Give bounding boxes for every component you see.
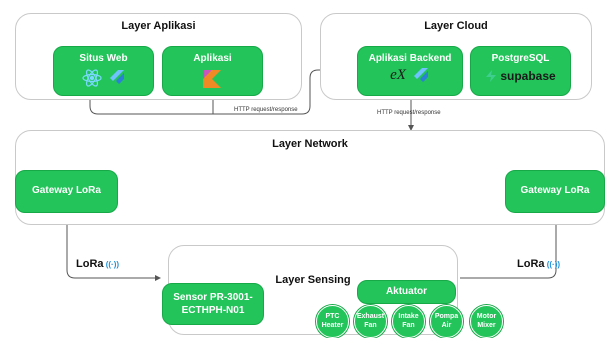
lora-line-left xyxy=(66,213,161,281)
actuator-line2: Mixer xyxy=(477,321,496,329)
radio-wave-icon: ((·)) xyxy=(544,260,561,269)
gateway-right-label: Gateway LoRa xyxy=(520,185,590,196)
layer-sensing-title: Layer Sensing xyxy=(275,274,351,286)
actuator-line2: Air xyxy=(441,321,452,329)
actuator-line1: Pompa xyxy=(434,313,459,321)
node-aplikasi-label: Aplikasi xyxy=(193,53,232,64)
elixir-ex-icon: eX xyxy=(390,67,406,83)
http-line-app-cloud xyxy=(89,67,357,115)
node-gateway-lora-right: Gateway LoRa xyxy=(505,170,605,213)
node-aplikasi: Aplikasi xyxy=(162,46,263,96)
layer-aplikasi-title: Layer Aplikasi xyxy=(121,20,196,32)
kotlin-icon xyxy=(202,70,221,88)
supabase-icon xyxy=(486,70,497,82)
lora-label-left: LoRa ((·)) xyxy=(76,258,119,270)
react-icon xyxy=(81,69,102,87)
actuator-line2: Fan xyxy=(402,321,415,329)
actuator-line1: Motor xyxy=(476,313,497,321)
radio-wave-icon: ((·)) xyxy=(103,260,120,269)
supabase-logo-text: supabase xyxy=(500,69,556,83)
node-sensor: Sensor PR-3001- ECTHPH-N01 xyxy=(162,283,264,325)
lora-left-text: LoRa xyxy=(76,258,104,270)
aktuator-label: Aktuator xyxy=(385,286,428,297)
http-label-app-cloud: HTTP request/response xyxy=(234,107,298,113)
sensor-label-line1: Sensor PR-3001- xyxy=(173,292,253,303)
node-aktuator: Aktuator xyxy=(357,280,456,304)
flutter-icon xyxy=(413,67,428,82)
gateway-left-label: Gateway LoRa xyxy=(32,185,101,196)
lora-right-text: LoRa xyxy=(517,258,545,270)
node-gateway-lora-left: Gateway LoRa xyxy=(15,170,118,213)
actuator-line2: Heater xyxy=(321,321,344,329)
actuator-line1: Intake xyxy=(398,313,419,321)
http-label-cloud-network: HTTP request/response xyxy=(377,110,441,116)
sensor-label-line2: ECTHPH-N01 xyxy=(181,305,245,316)
lora-label-right: LoRa ((·)) xyxy=(517,258,560,270)
actuator-line1: PTC xyxy=(325,313,340,321)
node-aplikasi-backend: Aplikasi Backend eX xyxy=(357,46,463,96)
actuator-line1: Exhaust xyxy=(356,313,385,321)
situs-web-icons xyxy=(81,69,124,87)
lora-line-right xyxy=(460,214,559,279)
node-situs-web: Situs Web xyxy=(53,46,154,96)
layer-cloud-title: Layer Cloud xyxy=(424,20,488,32)
node-backend-label: Aplikasi Backend xyxy=(368,53,452,64)
node-situs-web-label: Situs Web xyxy=(79,53,128,64)
node-postgresql: PostgreSQL supabase xyxy=(470,46,571,96)
node-postgresql-label: PostgreSQL xyxy=(491,53,550,64)
actuator-line2: Fan xyxy=(364,321,377,329)
layer-network-title: Layer Network xyxy=(272,138,348,150)
flutter-icon xyxy=(109,70,124,84)
